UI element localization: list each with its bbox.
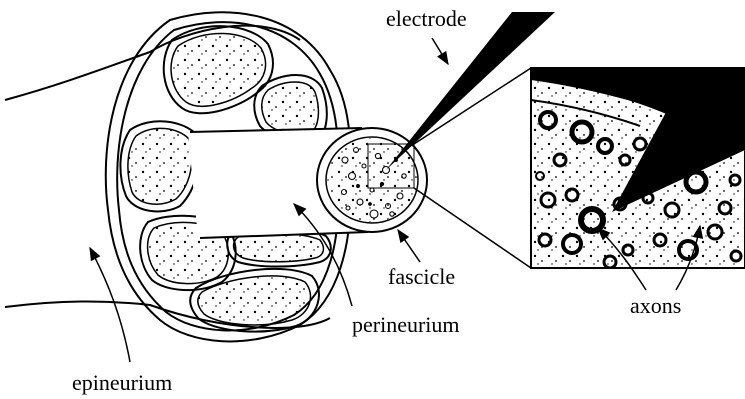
fascicle-arrow — [398, 230, 420, 262]
zoom-connector-bottom — [414, 188, 531, 268]
magnified-inset — [531, 68, 745, 268]
electrode-label: electrode — [386, 8, 467, 30]
perineurium-label: perineurium — [352, 314, 460, 336]
fascicle-left — [120, 121, 199, 211]
axons-label: axons — [630, 295, 681, 317]
epineurium-arrow — [90, 248, 130, 362]
fascicle-label: fascicle — [388, 266, 455, 288]
fascicle-top — [164, 26, 273, 113]
epineurium-label: epineurium — [72, 372, 172, 394]
electrode-arrow — [432, 38, 448, 64]
